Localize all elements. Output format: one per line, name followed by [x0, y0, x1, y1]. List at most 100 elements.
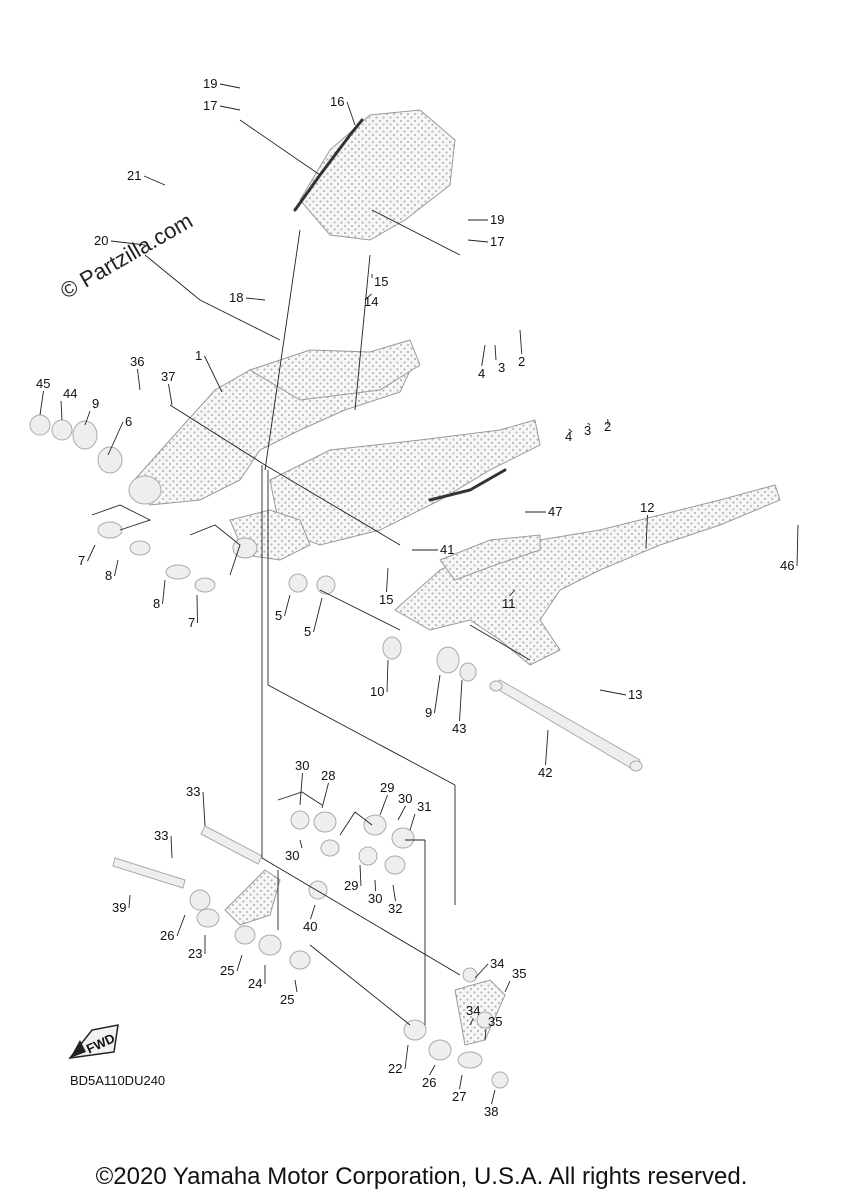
leader-line [645, 514, 648, 549]
leader-line [170, 835, 173, 859]
part-number-label: 7 [78, 553, 85, 568]
part-number-label: 13 [628, 687, 642, 702]
leader-line [519, 329, 523, 355]
part-number-label: 8 [105, 568, 112, 583]
leader-line [568, 428, 573, 433]
leader-line [284, 594, 291, 617]
leader-line [87, 544, 96, 562]
leader-line [459, 1074, 463, 1090]
leader-line [299, 839, 303, 849]
part-number-label: 40 [303, 919, 317, 934]
part-number-label: 2 [518, 354, 525, 369]
leader-line [110, 240, 146, 246]
part-number-label: 19 [490, 212, 504, 227]
part-number-label: 27 [452, 1089, 466, 1104]
leader-line [397, 805, 406, 821]
part-number-label: 24 [248, 976, 262, 991]
part-number-label: 28 [321, 768, 335, 783]
leader-line [509, 589, 516, 597]
leader-line [128, 894, 131, 909]
leader-line [346, 101, 356, 126]
part-number-label: 2 [604, 419, 611, 434]
leader-line [236, 954, 243, 972]
part-number-label: 20 [94, 233, 108, 248]
leader-line [84, 410, 91, 426]
leader-line [469, 1017, 474, 1026]
part-number-label: 4 [478, 366, 485, 381]
part-number-label: 34 [490, 956, 504, 971]
leader-line [321, 782, 329, 809]
part-number-label: 15 [374, 274, 388, 289]
part-number-label: 33 [186, 784, 200, 799]
part-number-label: 42 [538, 765, 552, 780]
leader-line [204, 355, 223, 393]
leader-line [467, 239, 489, 243]
part-number-label: 6 [125, 414, 132, 429]
part-number-label: 26 [160, 928, 174, 943]
fwd-arrow-icon: FWD [68, 1024, 119, 1059]
part-number-label: 8 [153, 596, 160, 611]
leader-line [176, 914, 186, 937]
copyright-notice: ©2020 Yamaha Motor Corporation, U.S.A. A… [95, 1163, 748, 1190]
part-number-label: 33 [154, 828, 168, 843]
part-number-label: 32 [388, 901, 402, 916]
leader-line [196, 594, 198, 624]
leader-line [143, 175, 166, 186]
leader-line [434, 674, 441, 714]
leader-line [294, 979, 298, 993]
part-number-label: 10 [370, 684, 384, 699]
part-number-label: 23 [188, 946, 202, 961]
part-number-label: 44 [63, 386, 77, 401]
part-number-label: 30 [295, 758, 309, 773]
part-number-label: 47 [548, 504, 562, 519]
part-number-label: 38 [484, 1104, 498, 1119]
part-number-label: 30 [368, 891, 382, 906]
leader-line [599, 689, 627, 696]
leader-line [245, 297, 266, 301]
part-number-label: 15 [379, 592, 393, 607]
leader-line [504, 980, 511, 993]
part-number-label: 41 [440, 542, 454, 557]
part-number-label: 36 [130, 354, 144, 369]
part-number-label: 3 [498, 360, 505, 375]
part-number-label: 26 [422, 1075, 436, 1090]
leader-line [484, 1028, 487, 1041]
leader-line [114, 559, 119, 577]
leader-line [219, 83, 241, 89]
part-number-label: 45 [36, 376, 50, 391]
leader-line [386, 659, 389, 693]
leader-line [474, 963, 489, 979]
leader-line [299, 772, 303, 806]
leader-line [796, 524, 799, 567]
leader-line [392, 884, 396, 902]
leader-line [404, 1044, 409, 1070]
leader-line [202, 791, 206, 827]
part-number-label: 29 [344, 878, 358, 893]
leader-line [481, 344, 486, 367]
leader-line [587, 422, 591, 426]
leader-line [374, 879, 376, 892]
leader-line [137, 368, 141, 391]
part-number-label: 29 [380, 780, 394, 795]
part-number-label: 22 [388, 1061, 402, 1076]
part-number-label: 19 [203, 76, 217, 91]
part-number-label: 46 [780, 558, 794, 573]
leader-line [162, 579, 166, 605]
leader-line [107, 421, 124, 456]
leader-line [359, 864, 362, 887]
leader-line [459, 679, 463, 722]
part-number-label: 9 [425, 705, 432, 720]
leader-line [386, 567, 389, 593]
part-number-label: 25 [280, 992, 294, 1007]
part-number-label: 5 [304, 624, 311, 639]
leader-line [379, 794, 388, 816]
leader-line [310, 904, 316, 920]
part-number-label: 35 [488, 1014, 502, 1029]
leader-line [60, 400, 63, 421]
part-number-label: 31 [417, 799, 431, 814]
leader-line [168, 383, 173, 406]
leader-line [429, 1064, 436, 1076]
part-number-label: 34 [466, 1003, 480, 1018]
